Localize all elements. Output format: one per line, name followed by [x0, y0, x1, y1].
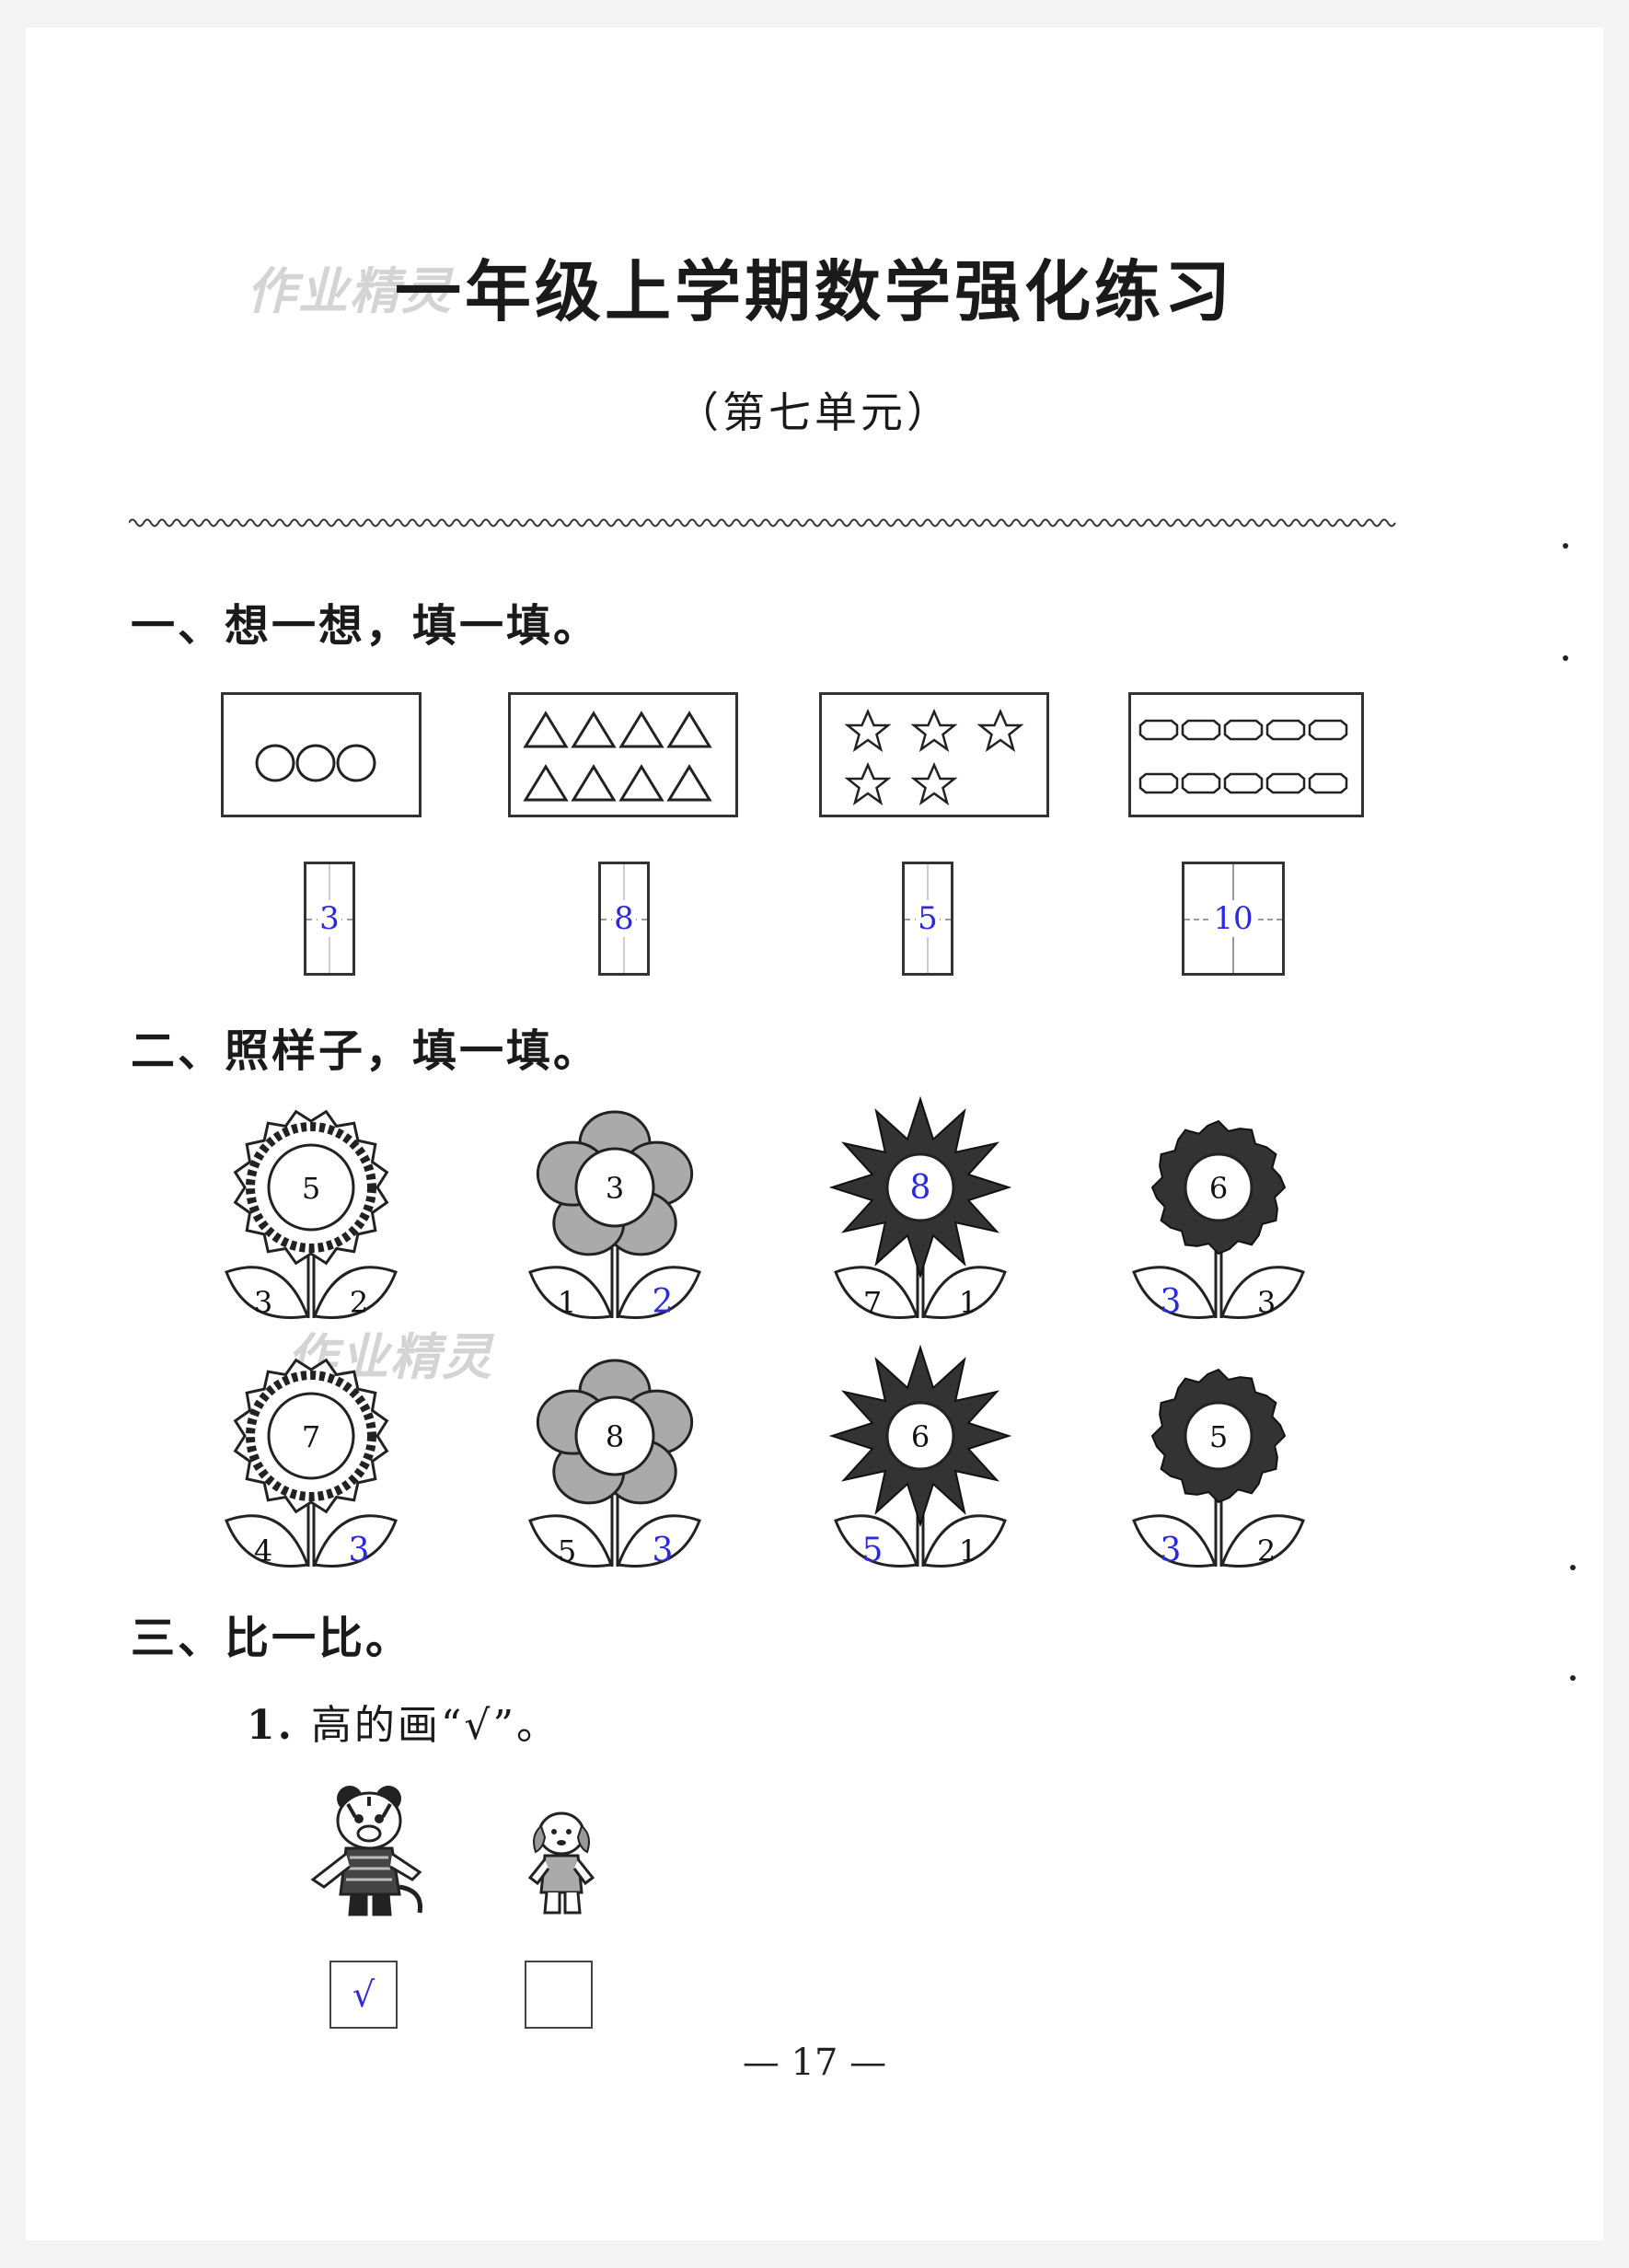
flower-center-number: 5	[302, 1171, 320, 1206]
flower-right-leaf-number: 1	[959, 1285, 977, 1320]
page-title: 一年级上学期数学强化练习	[394, 252, 1234, 330]
flower-right-leaf-number: 2	[350, 1285, 368, 1320]
flower-center-number: 7	[302, 1419, 320, 1454]
flower-right-leaf-number: 1	[959, 1533, 977, 1568]
section2-heading: 二、照样子，填一填。	[131, 1025, 601, 1077]
shape-group-triangles	[508, 692, 738, 817]
wavy-divider	[129, 518, 1396, 527]
flower-center-number: 6	[1209, 1171, 1228, 1206]
flower-right-leaf-number: 3	[349, 1532, 370, 1569]
flower-left-leaf-number: 3	[1161, 1532, 1182, 1569]
flower-jagged: 6 3 3	[1132, 1119, 1305, 1321]
flower-left-leaf-number: 4	[254, 1533, 272, 1568]
flower-left-leaf-number: 5	[558, 1533, 576, 1568]
section1-heading: 一、想一想，填一填。	[131, 600, 601, 652]
flower-star: 8 7 1	[828, 1095, 1012, 1320]
flower-right-leaf-number: 2	[1257, 1533, 1276, 1568]
page-number: — 17 —	[742, 2042, 887, 2084]
flower-center-number: 6	[911, 1419, 930, 1454]
flower-petal: 8 5 3	[528, 1359, 701, 1569]
question-1: 1. 高的画“√”。	[247, 1692, 560, 1751]
count-answer-rounded-rects[interactable]: 10	[1182, 862, 1285, 976]
flower-left-leaf-number: 7	[863, 1285, 882, 1320]
unit-subtitle: （第七单元）	[676, 388, 953, 437]
count-answer-circles[interactable]: 3	[304, 862, 355, 976]
circle-icon	[255, 744, 376, 782]
flower-sunflower: 5 3 2	[225, 1109, 398, 1320]
section3-heading: 三、比一比。	[131, 1613, 413, 1664]
margin-dot	[1570, 1675, 1576, 1681]
flower-left-leaf-number: 1	[558, 1285, 576, 1320]
flower-center-number: 5	[1209, 1419, 1228, 1454]
flower-jagged: 5 3 2	[1132, 1368, 1305, 1569]
shape-group-stars	[819, 692, 1049, 817]
count-answer-stars[interactable]: 5	[902, 862, 953, 976]
flower-right-leaf-number: 2	[653, 1283, 674, 1321]
flower-center-number: 3	[606, 1171, 624, 1206]
question-text: 高的画“√”。	[310, 1702, 560, 1749]
margin-dot	[1563, 543, 1568, 549]
flower-center-number: 8	[606, 1419, 624, 1454]
rounded-rect-icon	[1138, 719, 1348, 794]
margin-dot	[1570, 1565, 1576, 1570]
flower-right-leaf-number: 3	[1257, 1285, 1276, 1320]
flower-sunflower: 7 4 3	[225, 1358, 398, 1569]
flower-left-leaf-number: 3	[1161, 1283, 1182, 1321]
count-answer-triangles[interactable]: 8	[598, 862, 650, 976]
answer-box-tiger[interactable]: √	[329, 1961, 398, 2029]
flower-star: 6 5 1	[828, 1344, 1012, 1569]
answer-box-dog[interactable]	[525, 1961, 593, 2029]
tiger-icon	[310, 1786, 423, 1916]
dog-icon	[527, 1811, 595, 1915]
question-number: 1.	[247, 1702, 295, 1749]
flower-left-leaf-number: 3	[254, 1285, 272, 1320]
flower-right-leaf-number: 3	[653, 1532, 674, 1569]
flower-center-number: 8	[910, 1169, 931, 1207]
shape-group-rounded-rects	[1128, 692, 1364, 817]
watermark: 作业精灵	[247, 262, 453, 320]
shape-group-circles	[221, 692, 422, 817]
margin-dot	[1563, 655, 1568, 661]
flower-petal: 3 1 2	[528, 1110, 701, 1321]
triangle-icon	[523, 711, 712, 802]
flower-left-leaf-number: 5	[862, 1532, 884, 1569]
